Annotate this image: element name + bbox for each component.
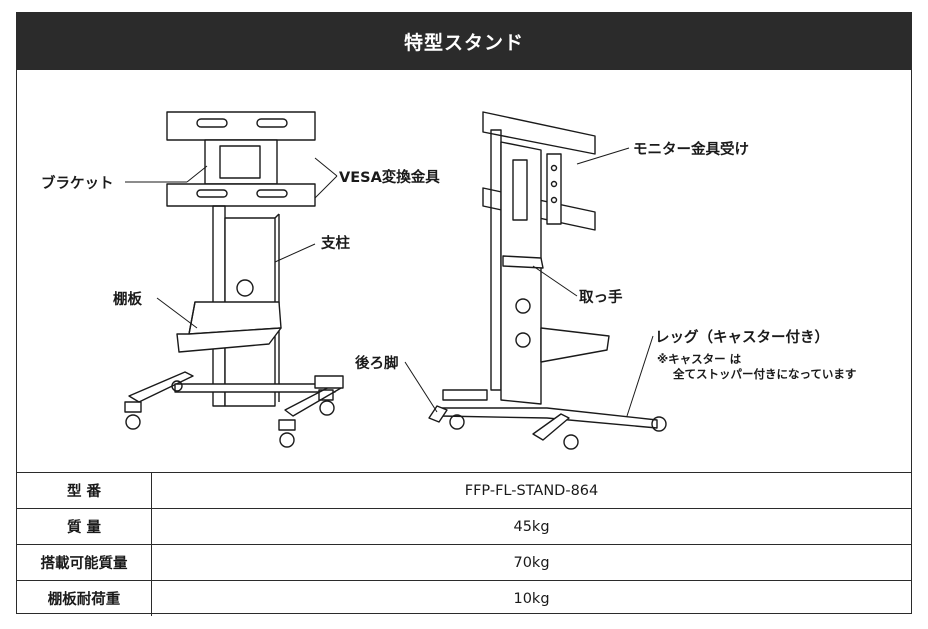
stand-line-drawing [124, 111, 667, 450]
label-shelf: 棚板 [113, 292, 142, 308]
page-title: 特型スタンド [17, 13, 911, 70]
label-vesa-adapter: VESA変換金具 [339, 170, 440, 186]
product-spec-panel: 特型スタンド [16, 12, 912, 616]
stand-illustration: ブラケット VESA変換金具 支柱 棚板 モニター金具受け 取っ手 後ろ脚 レッ… [17, 70, 911, 480]
label-monitor-bracket: モニター金具受け [633, 142, 749, 158]
caster-note-line1: ※キャスター は [657, 352, 742, 366]
spec-value: FFP-FL-STAND-864 [151, 472, 911, 509]
label-pillar: 支柱 [321, 236, 350, 252]
spec-key: 搭載可能質量 [17, 544, 152, 581]
label-handle: 取っ手 [579, 290, 623, 306]
spec-key: 質 量 [17, 508, 152, 545]
spec-value: 45kg [151, 508, 911, 545]
label-bracket: ブラケット [41, 176, 114, 192]
spec-key: 棚板耐荷重 [17, 580, 152, 616]
spec-key: 型 番 [17, 472, 152, 509]
spec-value: 70kg [151, 544, 911, 581]
spec-value: 10kg [151, 580, 911, 616]
table-row: 搭載可能質量 70kg [17, 544, 911, 581]
table-row: 棚板耐荷重 10kg [17, 580, 911, 616]
table-row: 型 番 FFP-FL-STAND-864 [17, 472, 911, 509]
label-rear-leg: 後ろ脚 [355, 356, 399, 372]
caster-note-line2: 全てストッパー付きになっています [673, 367, 857, 381]
spec-table: 型 番 FFP-FL-STAND-864 質 量 45kg 搭載可能質量 70k… [17, 472, 911, 616]
table-row: 質 量 45kg [17, 508, 911, 545]
label-leg: レッグ（キャスター付き） [655, 330, 829, 346]
